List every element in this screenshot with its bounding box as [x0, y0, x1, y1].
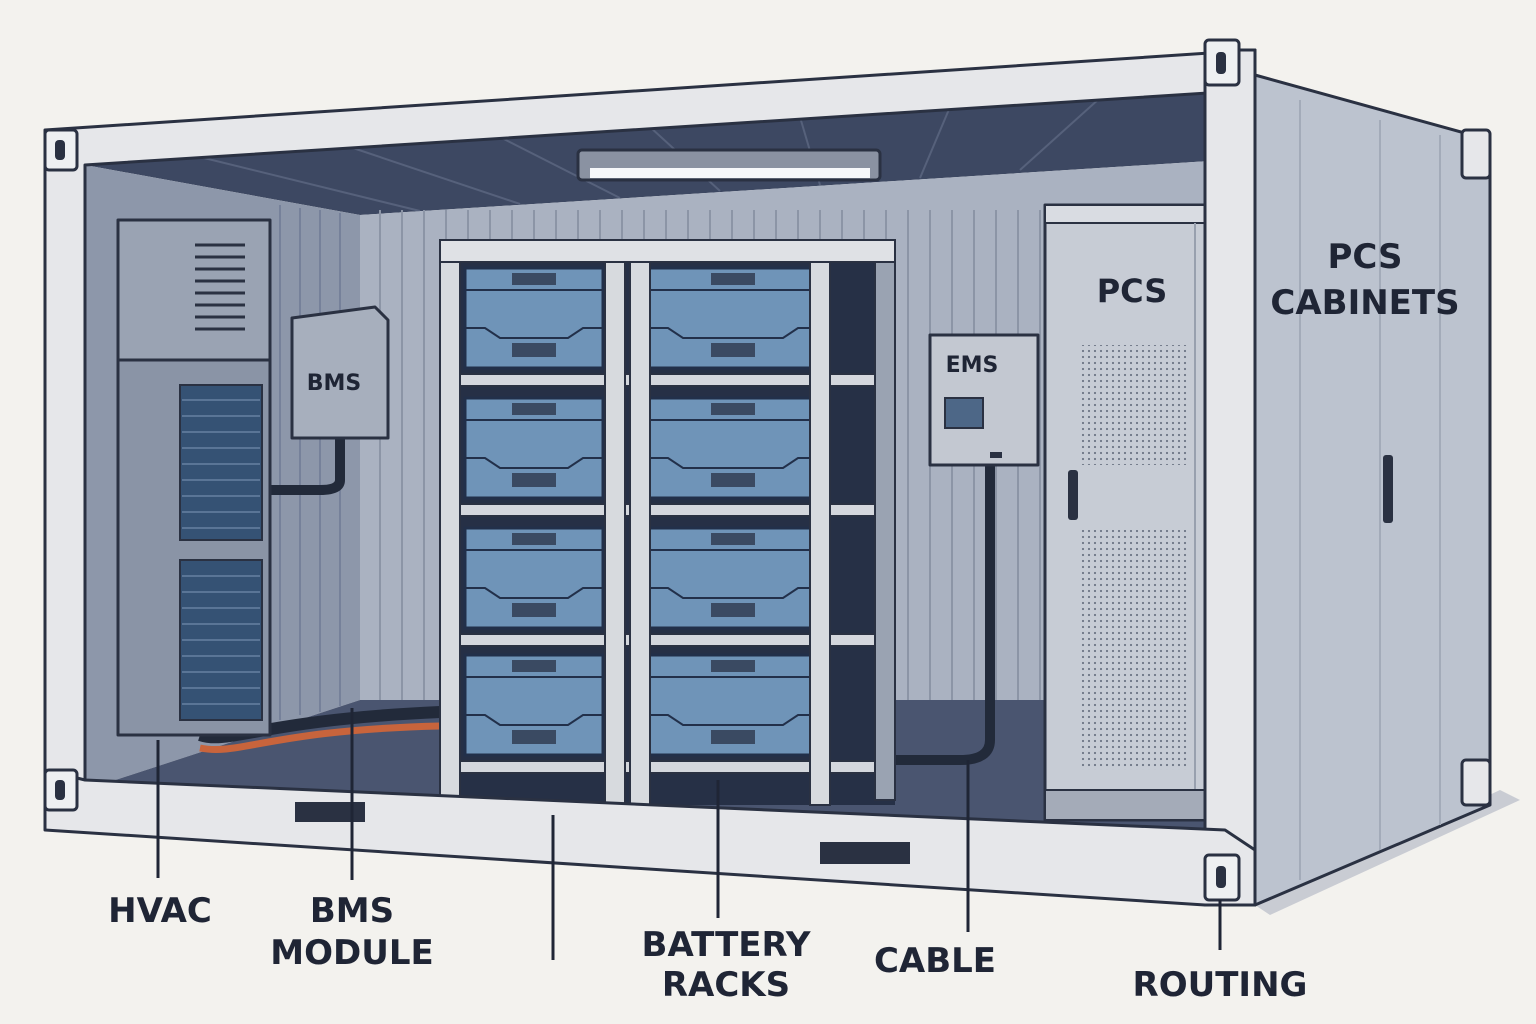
hvac-unit — [116, 218, 272, 737]
bms-label: BMS — [307, 371, 362, 396]
callout-battery-racks-line1: BATTERY — [642, 925, 811, 965]
ems-box: EMS — [928, 333, 1040, 467]
callout-bms-module-line2: MODULE — [270, 933, 433, 973]
callout-pcs-cabinets-line2: CABINETS — [1270, 283, 1459, 323]
container-side-panel — [1253, 73, 1492, 907]
bms-cable — [270, 405, 345, 495]
leader-lines — [156, 708, 1222, 960]
forklift-pocket — [295, 802, 365, 822]
pcs-label: PCS — [1097, 272, 1168, 310]
pcs-vent-upper — [1080, 345, 1188, 465]
container-frame — [43, 38, 1257, 907]
bms-box: BMS — [290, 305, 390, 440]
pcs-cabinet: PCS — [1043, 203, 1227, 822]
battery-rack — [439, 239, 896, 806]
corner-casting — [1460, 128, 1492, 180]
callout-pcs-cabinets-line1: PCS — [1328, 237, 1403, 277]
power-cable — [199, 722, 441, 754]
corner-casting — [1460, 758, 1492, 807]
battery-module — [646, 266, 820, 370]
battery-module — [463, 526, 605, 630]
callout-hvac: HVAC — [108, 891, 212, 931]
side-door-handle — [1383, 455, 1393, 523]
battery-module — [463, 266, 605, 370]
forklift-pocket — [820, 842, 910, 864]
battery-module — [463, 653, 605, 757]
callout-cable: CABLE — [874, 941, 996, 981]
ems-cable — [895, 465, 995, 765]
ems-screen — [944, 397, 984, 429]
battery-module — [646, 653, 820, 757]
ceiling-light-tube — [590, 168, 870, 178]
ems-label: EMS — [946, 353, 999, 378]
callout-battery-racks-line2: RACKS — [662, 965, 790, 1005]
battery-modules — [463, 266, 820, 757]
side-panel-seams — [1299, 100, 1441, 880]
callout-bms-module-line1: BMS — [310, 891, 394, 931]
battery-module — [646, 396, 820, 500]
callout-routing: ROUTING — [1133, 965, 1308, 1005]
battery-module — [646, 526, 820, 630]
pcs-vent-lower — [1080, 530, 1188, 770]
battery-module — [463, 396, 605, 500]
pcs-door-handle — [1068, 470, 1078, 520]
